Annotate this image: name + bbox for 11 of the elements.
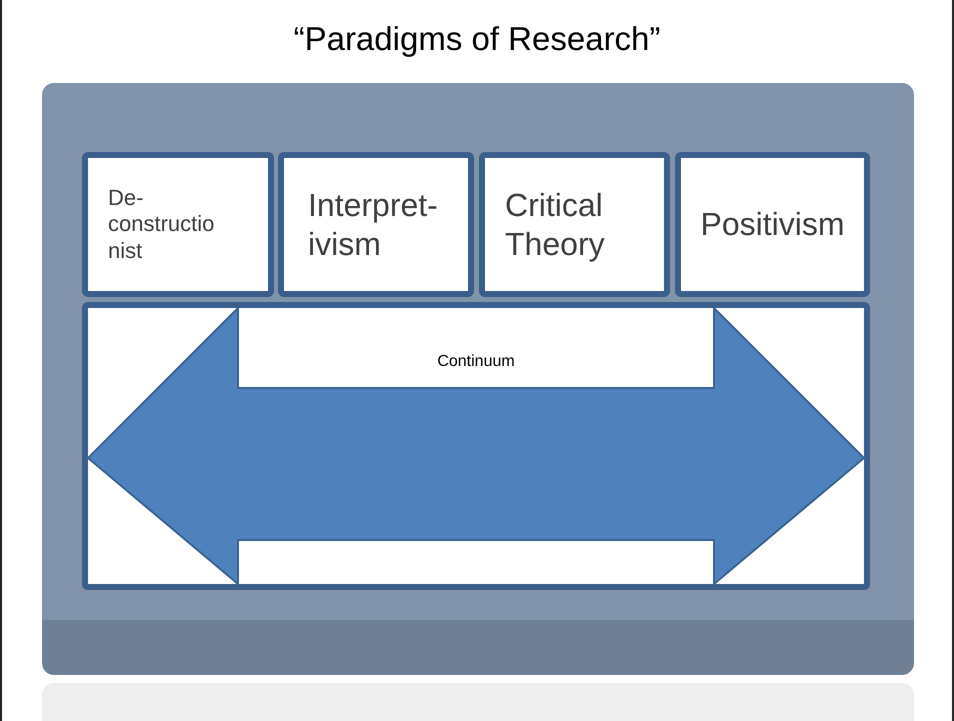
paradigm-box — [675, 152, 870, 297]
paradigm-box — [479, 152, 670, 297]
paradigm-box — [278, 152, 474, 297]
paradigm-label: Positivism — [699, 205, 846, 244]
paradigm-label: De-constructionist — [108, 184, 216, 264]
paradigm-label: Critical Theory — [505, 186, 606, 263]
paradigm-box — [82, 152, 274, 297]
paradigm-label: Interpret-ivism — [308, 186, 439, 263]
background-panel — [42, 83, 914, 675]
slide-title: “Paradigms of Research” — [294, 19, 660, 59]
arrow-label: Continuum — [437, 352, 515, 372]
